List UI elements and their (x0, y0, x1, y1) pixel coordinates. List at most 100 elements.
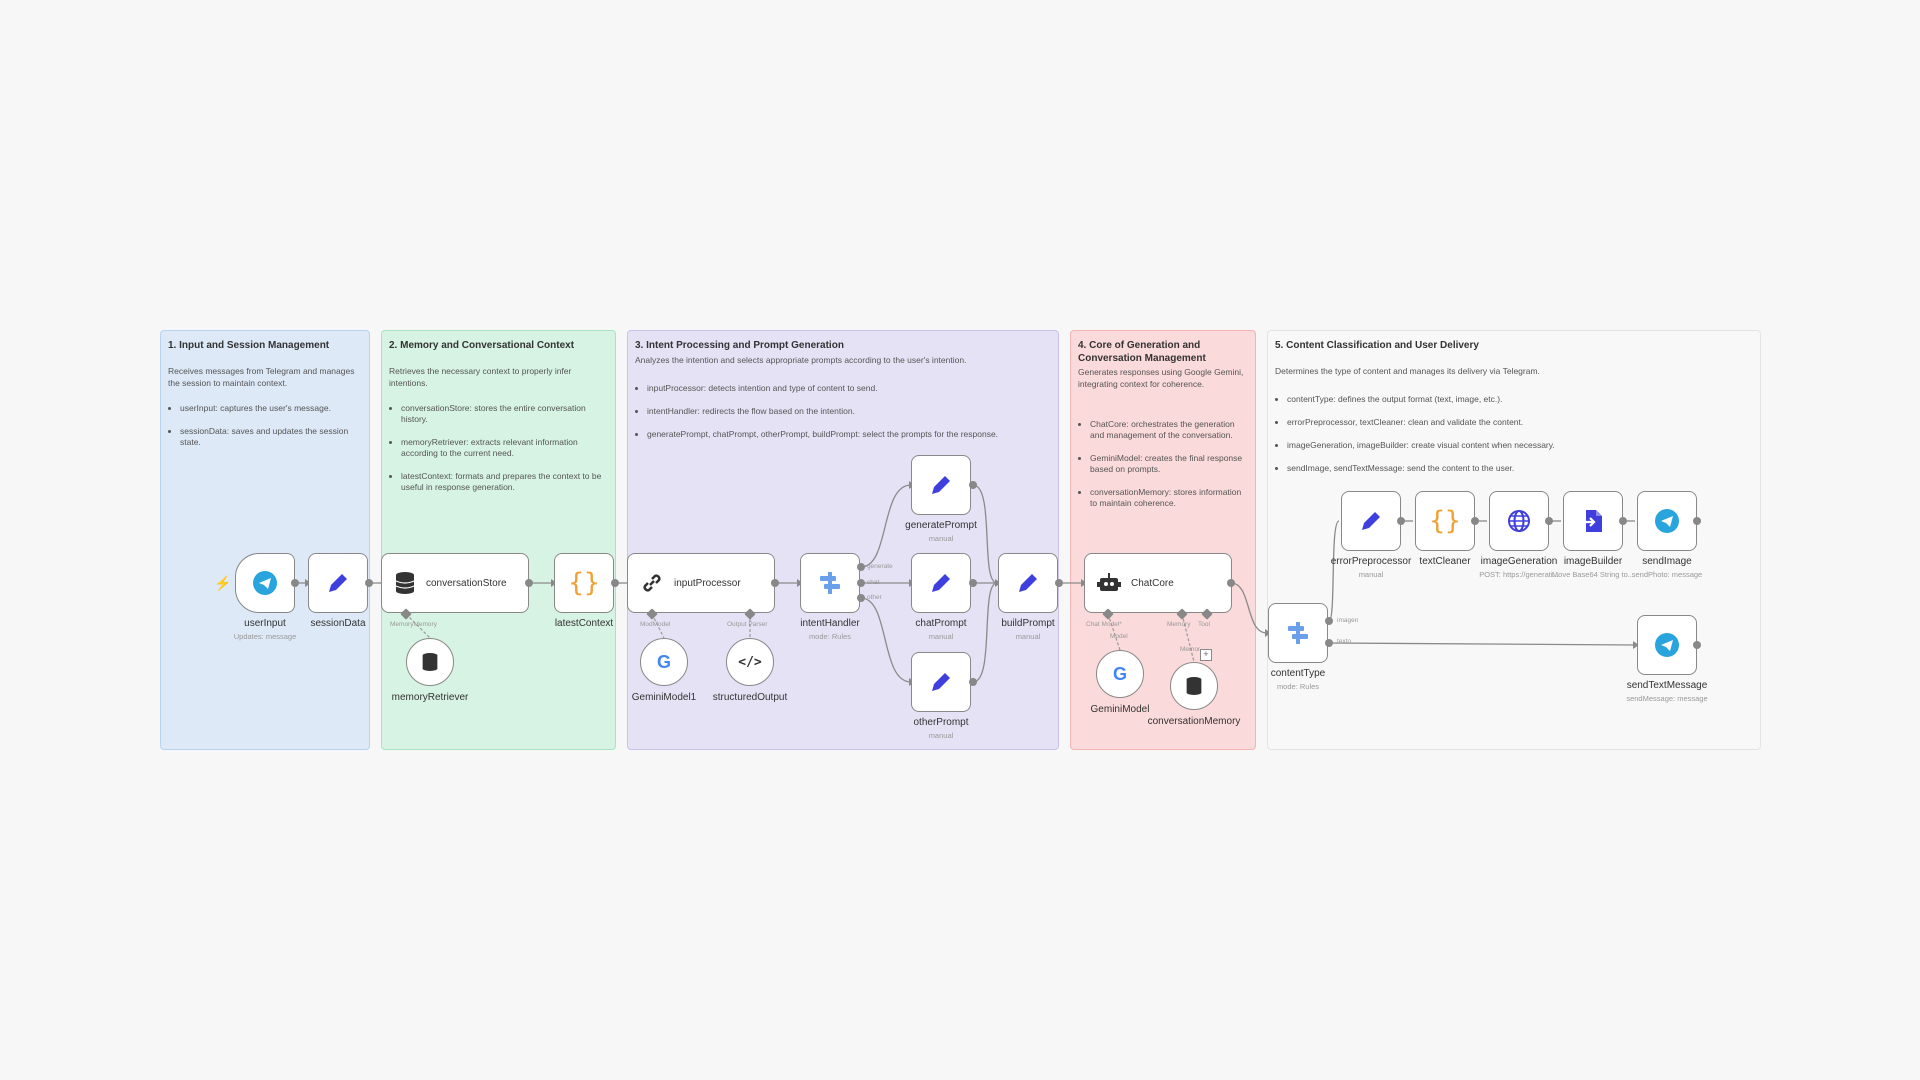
note-bullet: ChatCore: orchestrates the generation an… (1090, 419, 1249, 441)
note-memory-context: 2. Memory and Conversational Context Ret… (381, 330, 616, 750)
node-label: GeminiModel (1090, 704, 1150, 715)
node-conversationMemory[interactable] (1170, 662, 1218, 710)
robot-icon (1097, 573, 1121, 591)
note-description: Determines the type of content and manag… (1275, 366, 1540, 376)
output-port[interactable] (611, 579, 619, 587)
node-userInput[interactable] (235, 553, 295, 613)
port-label: ModModel (640, 621, 671, 628)
note-description: Analyzes the intention and selects appro… (635, 355, 967, 365)
node-subtitle: POST: https://generati... (1479, 570, 1559, 579)
port-label: Tool (1198, 621, 1210, 628)
node-buildPrompt[interactable] (998, 553, 1058, 613)
note-bullet: sendImage, sendTextMessage: send the con… (1287, 463, 1754, 474)
note-description: Generates responses using Google Gemini,… (1078, 367, 1244, 389)
output-port[interactable] (1325, 617, 1333, 625)
output-label: imagen (1337, 617, 1359, 624)
output-port[interactable] (969, 481, 977, 489)
trigger-bolt-icon: ⚡ (214, 575, 232, 591)
node-label: buildPrompt (1001, 618, 1055, 629)
google-icon: G (656, 651, 671, 672)
switch-icon (820, 572, 840, 594)
output-port[interactable] (1619, 517, 1627, 525)
switch-icon (1288, 622, 1308, 644)
node-memoryRetriever[interactable] (406, 638, 454, 686)
output-port[interactable] (857, 579, 865, 587)
telegram-icon (1655, 509, 1679, 533)
note-bullet: GeminiModel: creates the final response … (1090, 453, 1249, 475)
node-latestContext[interactable]: {} (554, 553, 614, 613)
node-subtitle: manual (1015, 632, 1041, 641)
node-generatePrompt[interactable] (911, 455, 971, 515)
node-sendTextMessage[interactable] (1637, 615, 1697, 675)
link-icon (643, 574, 661, 592)
node-structuredOutput[interactable]: </> (726, 638, 774, 686)
port-label: Output Parser (727, 621, 768, 628)
note-bullet: sessionData: saves and updates the sessi… (180, 426, 363, 448)
note-bullet: memoryRetriever: extracts relevant infor… (401, 437, 609, 459)
output-port[interactable] (1693, 517, 1701, 525)
output-port[interactable] (857, 594, 865, 602)
output-port[interactable] (291, 579, 299, 587)
node-sessionData[interactable] (308, 553, 368, 613)
node-intentHandler[interactable] (800, 553, 860, 613)
note-input-session: 1. Input and Session Management Receives… (160, 330, 370, 750)
node-label: contentType (1270, 668, 1326, 679)
node-label: textCleaner (1419, 556, 1471, 567)
pencil-icon (329, 574, 347, 592)
node-sendImage[interactable] (1637, 491, 1697, 551)
output-port[interactable] (1325, 639, 1333, 647)
port-label: Memory (1167, 621, 1191, 628)
node-imageBuilder[interactable] (1563, 491, 1623, 551)
add-tool-icon[interactable]: + (1200, 649, 1212, 661)
node-label: intentHandler (800, 618, 860, 629)
port-label: Chat Model* (1086, 621, 1122, 628)
port-label: Memor (1180, 646, 1201, 653)
telegram-icon (1655, 633, 1679, 657)
node-label: GeminiModel1 (631, 692, 697, 703)
code-icon: </> (738, 654, 762, 670)
node-subtitle: manual (1358, 570, 1384, 579)
pencil-icon (932, 673, 950, 691)
output-port[interactable] (365, 579, 373, 587)
output-port[interactable] (969, 678, 977, 686)
node-errorPreprocessor[interactable] (1341, 491, 1401, 551)
database-icon (422, 653, 438, 671)
port-label: Model (1110, 633, 1128, 640)
note-description: Receives messages from Telegram and mana… (168, 366, 355, 388)
node-geminiModel[interactable]: G (1096, 650, 1144, 698)
output-port[interactable] (969, 579, 977, 587)
node-label: memoryRetriever (391, 692, 469, 703)
node-textCleaner[interactable]: {} (1415, 491, 1475, 551)
output-port[interactable] (1545, 517, 1553, 525)
node-subtitle: manual (928, 534, 954, 543)
node-conversationStore[interactable]: conversationStore (381, 553, 529, 613)
output-port[interactable] (525, 579, 533, 587)
telegram-icon (253, 571, 277, 595)
note-bullet: conversationStore: stores the entire con… (401, 403, 609, 425)
note-bullet: imageGeneration, imageBuilder: create vi… (1287, 440, 1754, 451)
node-label: errorPreprocessor (1330, 556, 1412, 567)
node-chatCore[interactable]: ChatCore (1084, 553, 1232, 613)
node-inputProcessor[interactable]: inputProcessor (627, 553, 775, 613)
node-subtitle: sendMessage: message (1626, 694, 1708, 703)
output-port[interactable] (771, 579, 779, 587)
node-inner-label: conversationStore (426, 577, 507, 589)
node-geminiModel1[interactable]: G (640, 638, 688, 686)
output-port[interactable] (1397, 517, 1405, 525)
node-otherPrompt[interactable] (911, 652, 971, 712)
node-contentType[interactable] (1268, 603, 1328, 663)
output-port[interactable] (1471, 517, 1479, 525)
connection-other-branch (860, 597, 912, 683)
output-port[interactable] (1227, 579, 1235, 587)
note-title: 1. Input and Session Management (168, 340, 330, 351)
database-icon (1186, 677, 1202, 695)
output-port[interactable] (1055, 579, 1063, 587)
output-port[interactable] (857, 563, 865, 571)
connection-generate-branch (860, 484, 912, 568)
output-port[interactable] (1693, 641, 1701, 649)
node-subtitle: sendPhoto: message (1631, 570, 1703, 579)
node-imageGeneration[interactable] (1489, 491, 1549, 551)
node-label: chatPrompt (915, 618, 967, 629)
node-chatPrompt[interactable] (911, 553, 971, 613)
